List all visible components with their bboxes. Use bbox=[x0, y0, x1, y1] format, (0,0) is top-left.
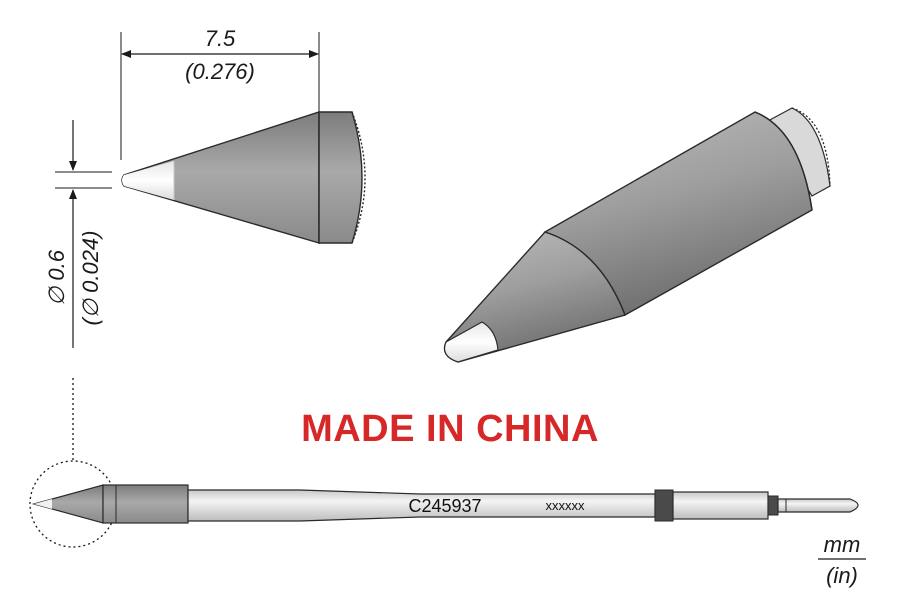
rear-ring-small bbox=[767, 495, 779, 516]
part-number: C245937 bbox=[408, 496, 481, 516]
tip-side-view bbox=[55, 32, 366, 348]
made-in-china-banner: MADE IN CHINA bbox=[301, 408, 599, 450]
batch-code: xxxxxx bbox=[546, 498, 586, 513]
connector-pin bbox=[777, 498, 859, 513]
rear-sleeve bbox=[672, 491, 769, 520]
length-in-label: (0.276) bbox=[185, 59, 255, 84]
diameter-mm-label: ∅ 0.6 bbox=[44, 249, 69, 306]
working-tip-3d bbox=[443, 321, 499, 363]
collar bbox=[318, 111, 363, 244]
length-mm-label: 7.5 bbox=[205, 26, 236, 51]
heater-band bbox=[654, 489, 674, 522]
tip-full-view bbox=[29, 378, 859, 548]
diameter-in-label: (∅ 0.024) bbox=[78, 231, 103, 326]
working-tip bbox=[122, 161, 174, 200]
units-imperial: (in) bbox=[826, 563, 858, 588]
units-metric: mm bbox=[824, 532, 861, 557]
units-legend: mm (in) bbox=[818, 532, 866, 588]
full-collar bbox=[102, 484, 189, 524]
tip-3d-view bbox=[443, 107, 831, 363]
